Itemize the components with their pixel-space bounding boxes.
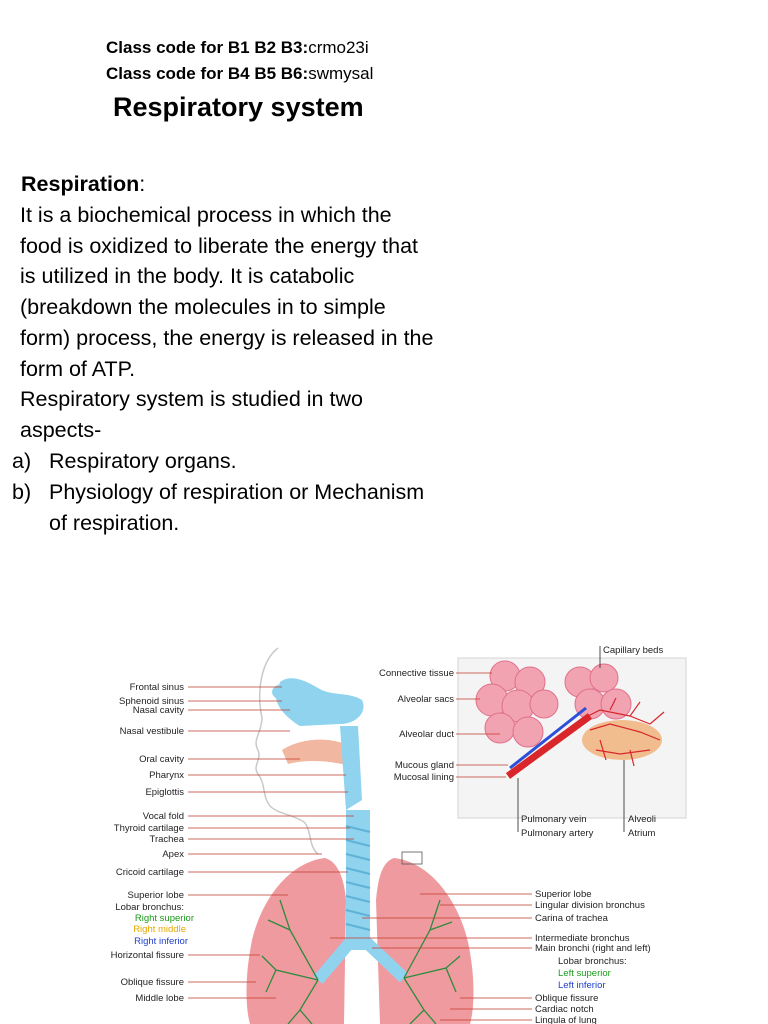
paragraph-line: is utilized in the body. It is catabolic xyxy=(20,264,355,289)
class-code-label: Class code for B1 B2 B3: xyxy=(106,38,309,57)
label-carina-of-trachea: Carina of trachea xyxy=(535,913,609,924)
inset-leader-lines xyxy=(517,646,625,832)
label-lobar-bronchus-right: Lobar bronchus: xyxy=(115,902,184,913)
frontal-sinus-shape xyxy=(272,684,294,700)
label-pulmonary-artery: Pulmonary artery xyxy=(521,828,594,839)
label-mucous-gland: Mucous gland xyxy=(395,760,454,771)
bronchial-tree xyxy=(261,899,461,1024)
alveolar-sacs-shape xyxy=(475,660,632,748)
list-item-line: of respiration. xyxy=(49,510,180,535)
label-superior-lobe-right: Superior lobe xyxy=(127,890,184,901)
label-sphenoid-sinus: Sphenoid sinus xyxy=(119,696,184,707)
label-horizontal-fissure: Horizontal fissure xyxy=(111,950,184,961)
pulmonary-vein-shape xyxy=(509,706,587,770)
pulmonary-artery-shape xyxy=(505,713,593,779)
nasal-cavity-shape xyxy=(276,678,364,726)
paragraph-line: aspects- xyxy=(20,417,102,442)
label-right-inferior: Right inferior xyxy=(134,936,188,947)
capillary-network xyxy=(579,697,665,767)
label-right-superior: Right superior xyxy=(135,913,194,924)
detail-marker-box xyxy=(401,851,423,865)
label-alveolar-duct: Alveolar duct xyxy=(399,729,454,740)
list-marker: b) xyxy=(12,480,32,504)
class-code-label: Class code for B4 B5 B6: xyxy=(106,64,309,83)
main-bronchi-shape xyxy=(313,935,409,984)
label-pulmonary-vein: Pulmonary vein xyxy=(521,814,586,825)
label-superior-lobe-left: Superior lobe xyxy=(535,889,592,900)
list-item: Respiratory organs. xyxy=(49,446,237,477)
label-oral-cavity: Oral cavity xyxy=(139,754,184,765)
class-code-value: crmo23i xyxy=(308,38,369,57)
list-marker: a) xyxy=(12,449,32,473)
class-code-line-1: Class code for B1 B2 B3:crmo23i xyxy=(106,38,369,58)
paragraph-line: Respiratory system is studied in two xyxy=(20,387,363,412)
label-pharynx: Pharynx xyxy=(149,770,184,781)
paragraph-line: food is oxidized to liberate the energy … xyxy=(20,233,419,258)
label-main-bronchi: Main bronchi (right and left) xyxy=(535,943,651,954)
label-apex: Apex xyxy=(162,849,184,860)
label-trachea: Trachea xyxy=(150,834,185,845)
label-cricoid-cartilage: Cricoid cartilage xyxy=(116,867,184,878)
label-atrium: Atrium xyxy=(628,828,656,839)
label-intermediate-bronchus: Intermediate bronchus xyxy=(535,933,630,944)
class-code-line-2: Class code for B4 B5 B6:swmysal xyxy=(106,64,373,84)
oral-cavity-shape xyxy=(282,739,356,768)
label-alveoli: Alveoli xyxy=(628,814,656,825)
label-lobar-bronchus-left: Lobar bronchus: xyxy=(558,956,627,967)
label-alveolar-sacs: Alveolar sacs xyxy=(398,694,455,705)
label-left-inferior: Left inferior xyxy=(558,980,606,991)
class-code-value: swmysal xyxy=(308,64,374,83)
label-connective-tissue: Connective tissue xyxy=(379,668,454,679)
heading-text: Respiration xyxy=(21,172,140,196)
label-mucosal-lining: Mucosal lining xyxy=(394,772,454,783)
atrium-shape xyxy=(582,720,662,760)
list-item-line: Respiratory organs. xyxy=(49,449,237,473)
page-title: Respiratory system xyxy=(113,92,364,122)
definition-paragraph: It is a biochemical process in which the… xyxy=(20,200,433,446)
list-item-line: Physiology of respiration or Mechanism xyxy=(49,480,425,504)
label-left-superior: Left superior xyxy=(558,968,611,979)
trachea-rings xyxy=(345,825,371,931)
label-frontal-sinus: Frontal sinus xyxy=(130,682,185,693)
paragraph-line: It is a biochemical process in which the xyxy=(20,203,392,227)
leader-lines xyxy=(188,672,532,1021)
head-outline xyxy=(255,647,319,855)
label-middle-lobe: Middle lobe xyxy=(135,993,184,1004)
label-epiglottis: Epiglottis xyxy=(145,787,184,798)
heading-suffix: : xyxy=(139,172,146,196)
list-item: Physiology of respiration or Mechanism o… xyxy=(49,477,424,538)
paragraph-line: (breakdown the molecules in to simple xyxy=(20,295,386,320)
paragraph-line: form of ATP. xyxy=(20,356,136,381)
label-thyroid-cartilage: Thyroid cartilage xyxy=(114,823,184,834)
label-nasal-vestibule: Nasal vestibule xyxy=(120,726,184,737)
pharynx-shape xyxy=(340,726,362,810)
label-lingular-division-bronchus: Lingular division bronchus xyxy=(535,900,645,911)
label-vocal-fold: Vocal fold xyxy=(143,811,184,822)
label-oblique-fissure-right: Oblique fissure xyxy=(121,977,184,988)
section-heading: Respiration: xyxy=(21,169,145,200)
label-lingula-of-lung: Lingula of lung xyxy=(535,1015,597,1024)
label-cardiac-notch: Cardiac notch xyxy=(535,1004,594,1015)
label-oblique-fissure-left: Oblique fissure xyxy=(535,993,598,1004)
paragraph-line: form) process, the energy is released in… xyxy=(20,325,434,350)
label-capillary-beds: Capillary beds xyxy=(603,645,663,656)
respiratory-system-diagram: Frontal sinus Sphenoid sinus Nasal cavit… xyxy=(111,645,687,1024)
label-nasal-cavity: Nasal cavity xyxy=(133,705,184,716)
label-right-middle: Right middle xyxy=(133,924,186,935)
